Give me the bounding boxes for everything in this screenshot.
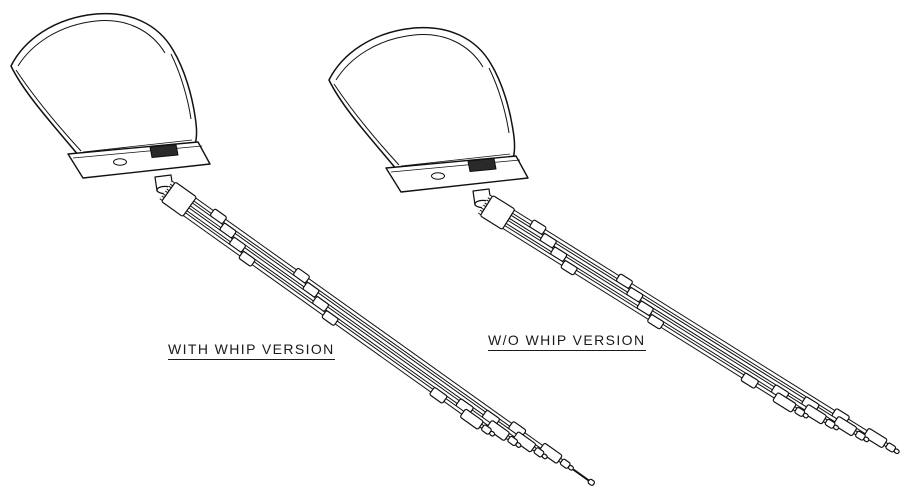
antenna-assembly-with-whip — [10, 12, 596, 486]
label-with-whip-version: WITH WHIP VERSION — [168, 341, 335, 360]
antenna-assembly-without-whip — [328, 26, 900, 455]
label-without-whip-version: W/O WHIP VERSION — [488, 332, 646, 351]
cable-harness-with-whip — [159, 180, 596, 486]
shark-fin-antenna-housing — [10, 12, 211, 195]
cable-harness-without-whip — [478, 194, 900, 455]
shark-fin-antenna-housing — [328, 26, 529, 209]
